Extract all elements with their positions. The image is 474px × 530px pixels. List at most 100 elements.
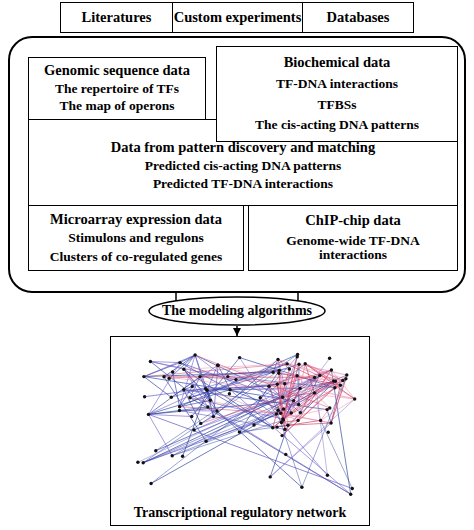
node-line: TFBSs xyxy=(317,98,356,113)
network-link xyxy=(230,375,320,389)
network-link xyxy=(144,363,180,377)
network-node xyxy=(277,409,280,412)
node-heading: Transcriptional regulatory network xyxy=(111,505,369,521)
network-node xyxy=(206,405,209,408)
network-node xyxy=(216,364,219,367)
network-node xyxy=(327,431,330,434)
network-link xyxy=(150,362,183,370)
network-node xyxy=(286,362,289,365)
source-box: Databases xyxy=(302,2,414,33)
ellipse-shape xyxy=(149,297,325,325)
network-node xyxy=(209,399,212,402)
network-node xyxy=(300,486,303,489)
network-node xyxy=(182,368,185,371)
node-heading: Genomic sequence data xyxy=(44,63,190,79)
network-node xyxy=(275,412,278,415)
network-node xyxy=(298,387,301,390)
network-node xyxy=(259,396,262,399)
network-link xyxy=(144,377,171,398)
network-illustration xyxy=(114,341,366,501)
network-node xyxy=(216,364,219,367)
network-node xyxy=(344,377,347,380)
network-link xyxy=(208,407,351,494)
network-node xyxy=(198,375,201,378)
node-heading: The modeling algorithms xyxy=(162,303,312,319)
network-link xyxy=(172,413,281,455)
network-link xyxy=(270,399,355,477)
node-heading: Data from pattern discovery and matching xyxy=(111,140,375,156)
network-node xyxy=(282,407,285,410)
network-node xyxy=(281,396,284,399)
network-link xyxy=(206,389,283,419)
network-node xyxy=(292,399,295,402)
network-node xyxy=(252,423,255,426)
network-node xyxy=(275,425,278,428)
node-heading: Microarray expression data xyxy=(50,212,222,228)
network-node xyxy=(167,377,170,380)
data-box: Biochemical dataTF-DNA interactionsTFBSs… xyxy=(216,46,458,142)
node-line: The map of operons xyxy=(60,99,175,114)
source-box: Literatures xyxy=(60,2,173,33)
network-node xyxy=(149,482,152,485)
network-node xyxy=(188,396,191,399)
node-heading: Biochemical data xyxy=(284,55,391,71)
network-node xyxy=(212,415,215,418)
node-line: Predicted cis-acting DNA patterns xyxy=(145,159,342,174)
data-box: Microarray expression dataStimulons and … xyxy=(28,205,244,271)
network-link xyxy=(145,389,206,397)
network-node xyxy=(204,440,207,443)
node-line: Clusters of co-regulated genes xyxy=(50,250,223,265)
node-line: The repertoire of TFs xyxy=(55,82,179,97)
network-node xyxy=(143,395,146,398)
network-link xyxy=(156,354,298,450)
node-line: Genome-wide TF-DNA interactions xyxy=(253,234,453,264)
network-link xyxy=(180,400,211,406)
network-node xyxy=(142,461,145,464)
network-node xyxy=(178,361,181,364)
network-link xyxy=(218,365,355,399)
network-link xyxy=(164,376,315,378)
network-node xyxy=(339,384,342,387)
network-link xyxy=(149,414,192,416)
network-link xyxy=(172,420,283,456)
node-heading: Literatures xyxy=(82,9,152,26)
network-link xyxy=(321,420,353,488)
network-node xyxy=(171,370,174,373)
network-node xyxy=(271,426,274,429)
network-link xyxy=(270,423,331,477)
network-node xyxy=(147,413,150,416)
network-node xyxy=(190,415,193,418)
data-container: Genomic sequence dataThe repertoire of T… xyxy=(8,36,466,293)
network-link xyxy=(195,355,330,408)
network-node xyxy=(267,385,270,388)
network-node xyxy=(280,434,283,437)
network-node xyxy=(234,378,237,381)
network-node xyxy=(192,428,195,431)
network-node xyxy=(313,376,316,379)
network-node xyxy=(330,368,333,371)
network-node xyxy=(299,411,302,414)
node-line: TF-DNA interactions xyxy=(276,77,398,92)
network-node xyxy=(290,411,293,414)
network-node xyxy=(279,412,282,415)
network-link xyxy=(297,376,300,413)
node-heading: Databases xyxy=(327,9,390,26)
network-node xyxy=(328,357,331,360)
network-node xyxy=(178,405,181,408)
network-node xyxy=(318,374,321,377)
network-node xyxy=(193,353,196,356)
network-node xyxy=(238,356,241,359)
network-node xyxy=(181,455,184,458)
network-node xyxy=(269,475,272,478)
network-node xyxy=(162,375,165,378)
network-node xyxy=(226,375,229,378)
node-heading: ChIP-chip data xyxy=(305,213,400,229)
network-link xyxy=(143,375,347,463)
network-node xyxy=(276,383,279,386)
network-node xyxy=(351,487,354,490)
network-link xyxy=(164,376,315,378)
network-link xyxy=(149,363,181,415)
network-node xyxy=(215,409,218,412)
